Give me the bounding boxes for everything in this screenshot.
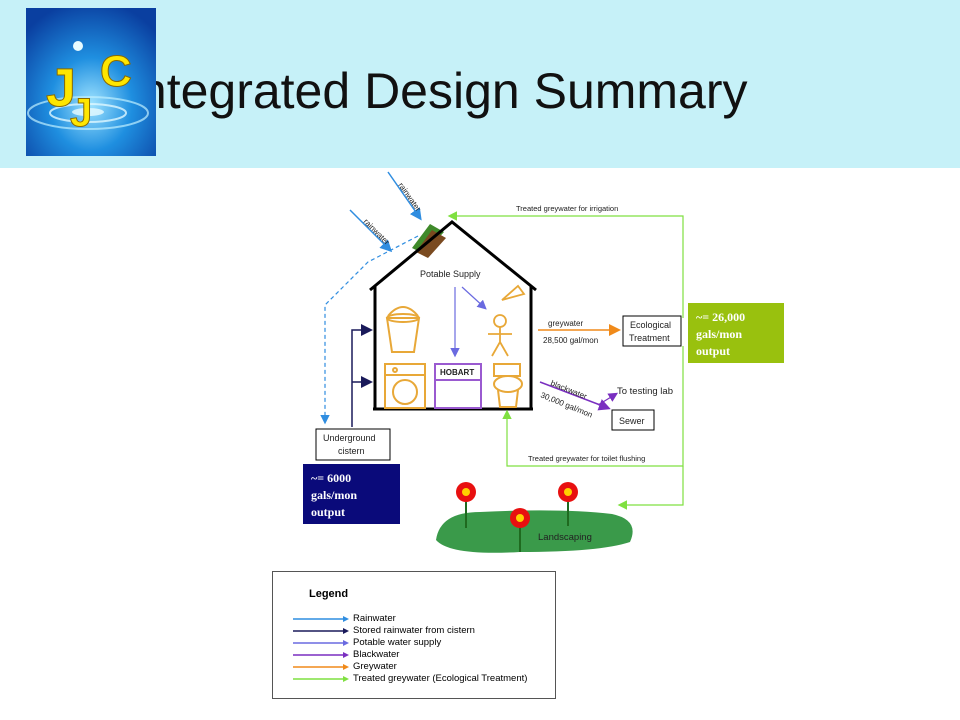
potable-supply-label: Potable Supply bbox=[420, 269, 481, 279]
svg-text:C: C bbox=[100, 47, 132, 96]
cistern-line1: Underground bbox=[323, 433, 376, 443]
rain-arrow-2 bbox=[349, 209, 393, 253]
landscaping-label: Landscaping bbox=[538, 532, 592, 543]
header-banner: Integrated Design Summary J J C bbox=[0, 0, 960, 168]
greywater-label: greywater bbox=[548, 319, 583, 328]
potable-arrow-diag bbox=[461, 286, 487, 310]
jjc-logo: J J C bbox=[26, 8, 156, 156]
testing-lab-label: To testing lab bbox=[617, 386, 673, 397]
toilet-icon bbox=[493, 363, 523, 408]
rainwater-label-2: rainwater bbox=[362, 217, 392, 247]
green-callout-line1: ~= 26,000 bbox=[696, 310, 746, 324]
rain-arrow-1 bbox=[387, 171, 422, 221]
treated-landscape-line bbox=[617, 466, 684, 510]
rain-to-cistern-dashed bbox=[320, 235, 419, 425]
dishwasher-icon bbox=[434, 363, 482, 409]
green-output-callout: ~= 26,000 gals/mon output bbox=[688, 303, 784, 363]
green-callout-line3: output bbox=[696, 344, 731, 358]
svg-text:J: J bbox=[70, 91, 92, 135]
green-roof-soil bbox=[416, 230, 446, 258]
navy-callout-line1: ~= 6000 bbox=[311, 471, 352, 485]
cistern-line2: cistern bbox=[338, 446, 365, 456]
ecological-treatment-line1: Ecological bbox=[630, 320, 671, 330]
flower-icon-2 bbox=[510, 508, 530, 552]
treated-irrigation-line bbox=[447, 211, 684, 318]
person-showering-icon bbox=[488, 314, 512, 357]
sewer-box bbox=[611, 409, 655, 431]
legend-title: Legend bbox=[309, 588, 349, 600]
washing-machine-icon bbox=[384, 363, 426, 409]
navy-callout-line2: gals/mon bbox=[311, 488, 358, 502]
showerhead-icon bbox=[501, 284, 526, 301]
hobart-label: HOBART bbox=[440, 368, 474, 377]
page-title: Integrated Design Summary bbox=[125, 63, 748, 119]
flower-icon-3 bbox=[558, 482, 578, 526]
to-testing-lab-arrow bbox=[597, 392, 619, 406]
green-callout-line2: gals/mon bbox=[696, 327, 743, 341]
bucket-icon bbox=[385, 306, 421, 353]
greywater-amount: 28,500 gal/mon bbox=[543, 336, 598, 345]
legend: Legend Rainwater Stored rainwater from c… bbox=[272, 571, 556, 699]
rainwater-label-1: rainwater bbox=[396, 181, 422, 213]
navy-callout-line3: output bbox=[311, 505, 346, 519]
svg-text:J: J bbox=[46, 58, 76, 118]
house-roof bbox=[369, 220, 537, 292]
treated-toilet-line bbox=[502, 346, 684, 467]
underground-cistern-box bbox=[315, 428, 391, 461]
sewer-label: Sewer bbox=[619, 416, 645, 426]
blackwater-arrow bbox=[539, 381, 611, 411]
ecological-treatment-box bbox=[622, 315, 682, 347]
treated-toilet-label: Treated greywater for toilet flushing bbox=[528, 454, 645, 463]
landscape-ground bbox=[436, 510, 633, 553]
ecological-treatment-line2: Treatment bbox=[629, 333, 670, 343]
stored-rainwater-line-1 bbox=[351, 324, 373, 427]
flower-icon-1 bbox=[456, 482, 476, 528]
treated-irrigation-label: Treated greywater for irrigation bbox=[516, 204, 618, 213]
navy-output-callout: ~= 6000 gals/mon output bbox=[303, 464, 400, 524]
